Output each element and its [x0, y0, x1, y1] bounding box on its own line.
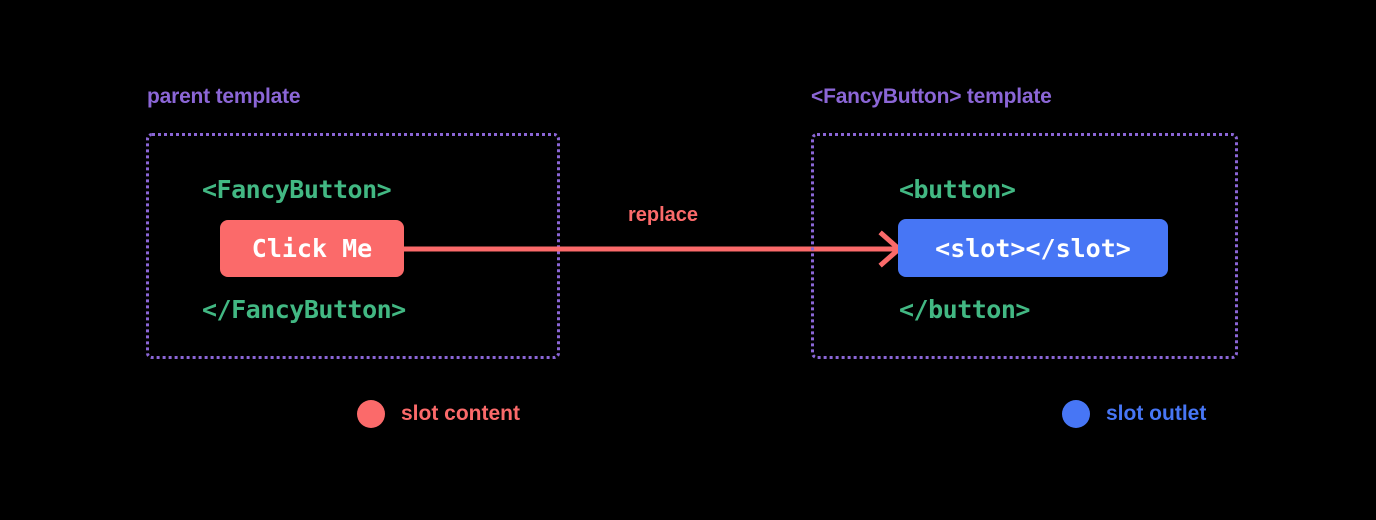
legend-item-slot-content: slot content — [357, 400, 520, 428]
legend-item-slot-outlet: slot outlet — [1062, 400, 1206, 428]
legend-label-slot-outlet: slot outlet — [1106, 402, 1207, 425]
legend-dot-icon — [357, 400, 385, 428]
code-close-button: </button> — [899, 295, 1030, 324]
code-close-fancybutton: </FancyButton> — [202, 295, 406, 324]
parent-template-box — [146, 133, 560, 359]
fancybutton-template-box — [811, 133, 1238, 359]
slot-content-chip[interactable]: Click Me — [220, 220, 404, 277]
code-open-fancybutton: <FancyButton> — [202, 175, 392, 204]
slot-outlet-chip[interactable]: <slot></slot> — [898, 219, 1168, 277]
code-open-button: <button> — [899, 175, 1016, 204]
legend-label-slot-content: slot content — [401, 402, 520, 425]
legend-dot-icon — [1062, 400, 1090, 428]
parent-template-title: parent template — [147, 85, 301, 108]
fancybutton-template-title: <FancyButton> template — [811, 85, 1052, 108]
replace-label: replace — [628, 204, 699, 226]
